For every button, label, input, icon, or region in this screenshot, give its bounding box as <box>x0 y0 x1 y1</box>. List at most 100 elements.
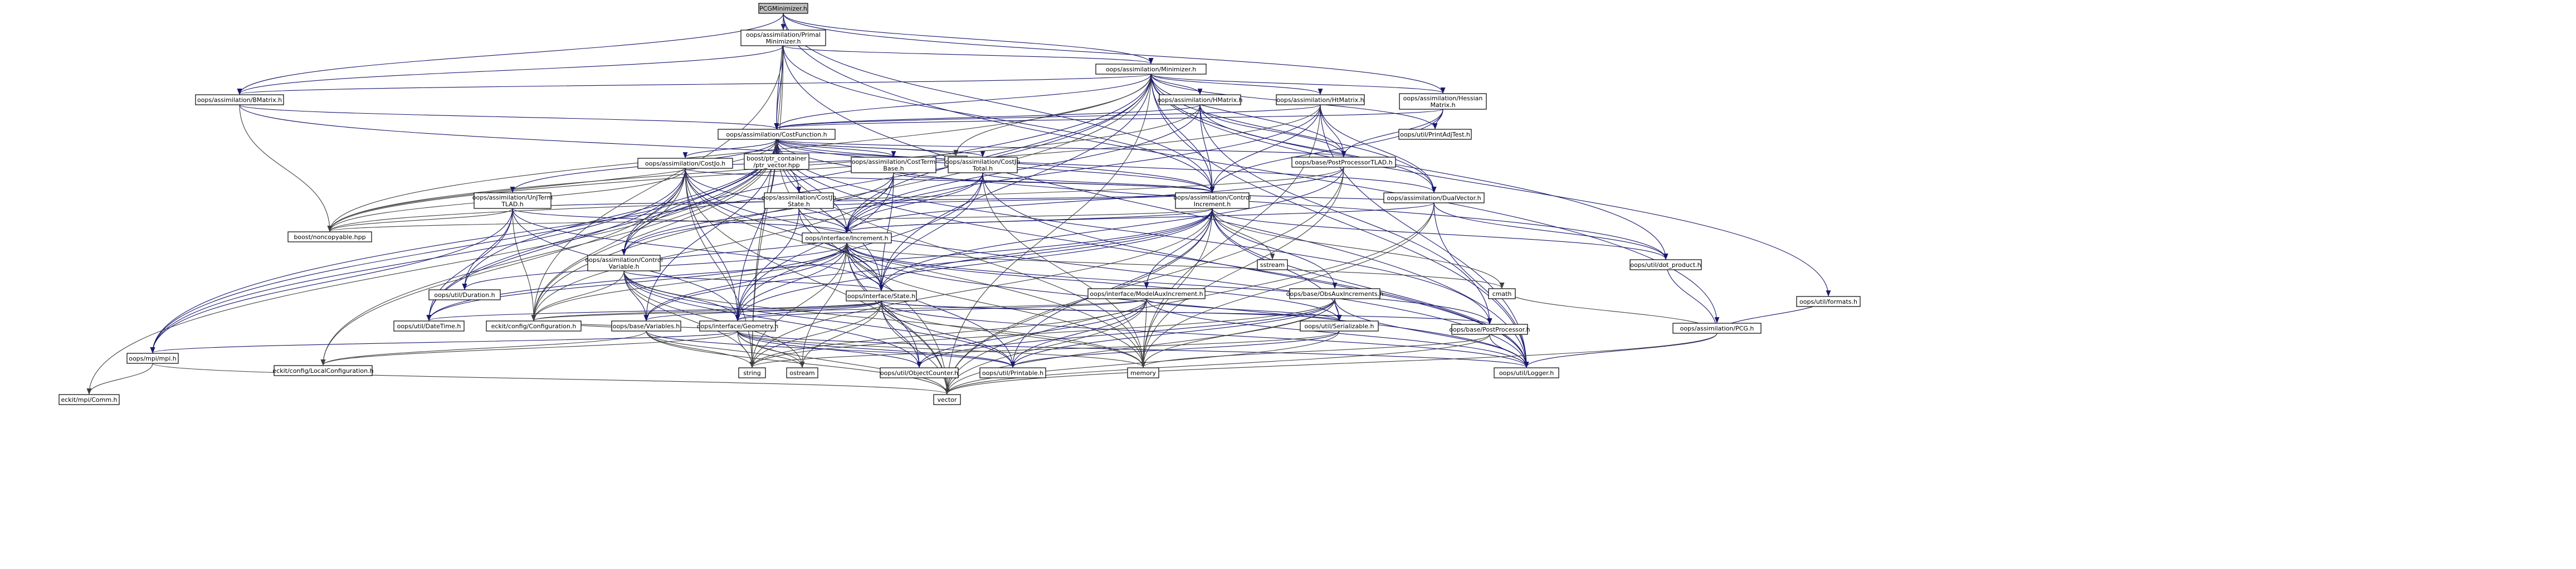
edge-costfunction-to-eckitcomm <box>86 139 777 395</box>
edge-costjcdfi-to-eckitconfig <box>512 208 536 322</box>
edge-controlincr-to-logger <box>1212 208 1529 368</box>
node-label: eckit/config/LocalConfiguration.h <box>272 367 373 375</box>
edge-serializable-to-printable <box>1010 330 1340 368</box>
edge-costfunction-to-datetime <box>426 139 777 322</box>
node-noncopyable[interactable]: boost/noncopyable.hpp <box>287 231 372 242</box>
node-formats[interactable]: oops/util/formats.h <box>1796 296 1861 307</box>
edge-minimizer-to-bmatrix <box>237 74 1152 95</box>
edge-state-to-datetime <box>427 300 882 322</box>
edge-htmatrix-to-controlincr <box>1209 104 1321 193</box>
node-state[interactable]: oops/interface/State.h <box>846 290 917 301</box>
edge-bmatrix-to-controlincr <box>239 104 1215 193</box>
node-memory[interactable]: memory <box>1127 367 1159 378</box>
node-label: memory <box>1130 369 1156 377</box>
node-box <box>744 153 809 170</box>
node-box <box>637 158 733 169</box>
node-serializable[interactable]: oops/util/Serializable.h <box>1300 320 1379 332</box>
node-label: oops/util/formats.h <box>1799 298 1857 305</box>
edge-controlincr-to-obsauxincr <box>1212 208 1338 289</box>
node-label: eckit/config/Configuration.h <box>491 323 577 330</box>
node-postproc[interactable]: oops/base/PostProcessor.h <box>1449 324 1530 335</box>
edge-costtermbase-to-eckitconfig <box>531 172 894 322</box>
edge-costfunction-to-costjbtotal <box>776 139 985 158</box>
node-string[interactable]: string <box>738 367 766 378</box>
node-box <box>948 157 1018 173</box>
edge-increment-to-datetime <box>426 242 847 322</box>
node-localconfig[interactable]: eckit/config/LocalConfiguration.h <box>272 365 374 376</box>
node-label: oops/util/ObjectCounter.h <box>880 369 958 377</box>
edge-minimizer-to-postproctlad <box>1150 74 1346 158</box>
node-label: sstream <box>1260 261 1285 269</box>
edge-costjbtotal-to-geometry <box>735 172 983 322</box>
node-dotproduct[interactable]: oops/util/dot_product.h <box>1629 259 1702 270</box>
node-mpi[interactable]: oops/mpi/mpi.h <box>126 353 179 364</box>
node-logger[interactable]: oops/util/Logger.h <box>1494 367 1559 378</box>
edge-costfunction-to-logger <box>776 139 1529 368</box>
node-vector[interactable]: vector <box>933 394 961 405</box>
edge-increment-to-geometry <box>735 242 847 322</box>
dependency-edges <box>86 13 1831 395</box>
node-modelauxincr[interactable]: oops/interface/ModelAuxIncrement.h <box>1087 288 1206 299</box>
node-obsauxincr[interactable]: oops/base/ObsAuxIncrements.h <box>1286 288 1383 299</box>
node-geometry[interactable]: oops/interface/Geometry.h <box>697 320 778 332</box>
node-ptrvector[interactable]: boost/ptr_container/ptr_vector.hpp <box>744 153 809 170</box>
node-box <box>1159 94 1241 105</box>
edge-minimizer-to-controlincr <box>1150 74 1215 193</box>
node-sstream[interactable]: sstream <box>1257 259 1288 270</box>
edge-costfunction-to-costtermbase <box>776 139 896 158</box>
node-box <box>1257 259 1288 270</box>
edge-hmatrix-to-increment <box>844 104 1201 234</box>
node-box <box>851 157 936 173</box>
node-printadj[interactable]: oops/util/PrintAdjTest.h <box>1398 129 1472 140</box>
node-eckitconfig[interactable]: eckit/config/Configuration.h <box>486 320 582 332</box>
node-costjo[interactable]: oops/assimilation/CostJo.h <box>637 158 733 169</box>
node-label: vector <box>938 396 957 403</box>
node-box <box>58 394 120 405</box>
node-label: oops/assimilation/CostFunction.h <box>726 131 827 138</box>
node-hmatrix[interactable]: oops/assimilation/HMatrix.h <box>1158 94 1243 105</box>
node-eckitcomm[interactable]: eckit/mpi/Comm.h <box>58 394 120 405</box>
edge-obsauxincr-to-printable <box>1010 298 1335 368</box>
node-pcg[interactable]: oops/assimilation/PCG.h <box>1672 323 1762 334</box>
node-increment[interactable]: oops/interface/Increment.h <box>802 232 892 244</box>
edge-minimizer-to-formats <box>1150 74 1831 297</box>
node-label: oops/mpi/mpi.h <box>129 355 177 362</box>
node-label: oops/assimilation/HtMatrix.h <box>1276 96 1364 104</box>
edge-controlincr-to-state <box>879 208 1213 291</box>
node-cmath[interactable]: cmath <box>1488 288 1516 299</box>
node-datetime[interactable]: oops/util/DateTime.h <box>393 320 465 332</box>
node-objcounter[interactable]: oops/util/ObjectCounter.h <box>880 367 959 378</box>
node-variables[interactable]: oops/base/Variables.h <box>611 320 681 332</box>
node-duration[interactable]: oops/util/Duration.h <box>428 289 501 300</box>
node-costfunction[interactable]: oops/assimilation/CostFunction.h <box>718 129 836 140</box>
node-box <box>1095 64 1207 75</box>
edge-controlincr-to-dotproduct <box>1212 208 1668 260</box>
node-postproctlad[interactable]: oops/base/PostProcessorTLAD.h <box>1291 157 1396 168</box>
edge-minimizer-to-increment <box>844 74 1152 234</box>
node-dualvector[interactable]: oops/assimilation/DualVector.h <box>1383 192 1485 203</box>
edge-controlincr-to-noncopyable <box>328 208 1213 232</box>
edge-modelauxincr-to-printable <box>1010 298 1147 368</box>
edge-hmatrix-to-dualvector <box>1199 104 1437 193</box>
node-minimizer[interactable]: oops/assimilation/Minimizer.h <box>1095 64 1207 75</box>
node-bmatrix[interactable]: oops/assimilation/BMatrix.h <box>195 94 284 105</box>
edge-htmatrix-to-logger <box>1320 104 1529 368</box>
node-htmatrix[interactable]: oops/assimilation/HtMatrix.h <box>1276 94 1365 105</box>
node-ostream[interactable]: ostream <box>786 367 818 378</box>
edge-minimizer-to-costfunction <box>774 74 1152 130</box>
edge-geometry-to-printable <box>737 330 1016 368</box>
edge-costfunction-to-noncopyable <box>327 139 777 232</box>
edge-geometry-to-logger <box>737 330 1529 368</box>
edge-primal-to-controlincr <box>783 45 1215 193</box>
node-printable[interactable]: oops/util/Printable.h <box>979 367 1046 378</box>
